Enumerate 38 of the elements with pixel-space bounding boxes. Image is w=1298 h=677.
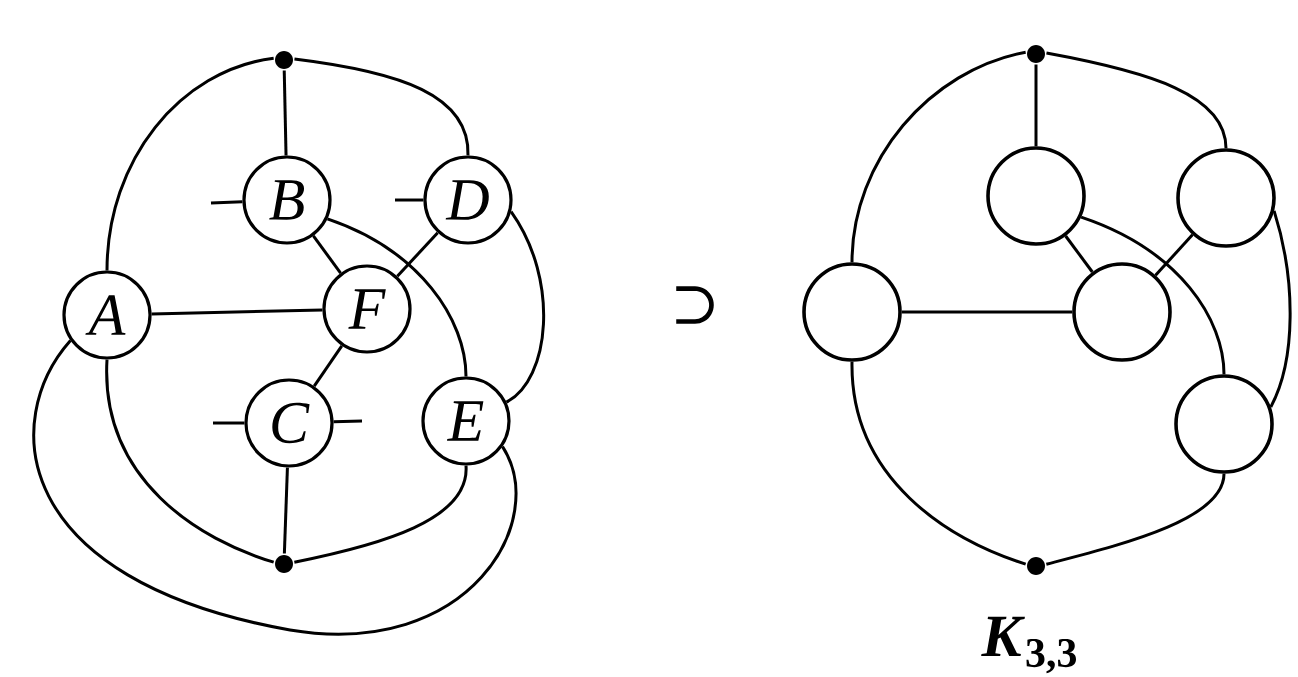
- vertex-dot: [275, 51, 293, 69]
- stub-line: [395, 198, 424, 202]
- edge-line: [312, 235, 342, 274]
- edge-line: [326, 217, 468, 377]
- edge-line: [1080, 215, 1226, 375]
- edge-line: [151, 308, 323, 316]
- vertex-dot: [1027, 557, 1045, 575]
- edge-line: [294, 465, 468, 564]
- vertex-circle: [1174, 374, 1274, 474]
- edge-line: [1045, 473, 1226, 566]
- edge-line: [1269, 210, 1292, 408]
- edge-line: [1034, 64, 1038, 147]
- edge-line: [312, 344, 344, 388]
- vertex-dot: [275, 555, 293, 573]
- superset-symbol: ⊃: [676, 286, 714, 324]
- vertex-circle: [986, 146, 1086, 246]
- vertex-circle: [802, 262, 902, 362]
- edge-line: [105, 359, 275, 564]
- graph-label: K$_{3,3}$: [981, 616, 1076, 674]
- edge-line: [1064, 235, 1094, 273]
- edge-line: [282, 70, 288, 156]
- vertex-circle: [1072, 262, 1172, 362]
- edge-line: [32, 339, 517, 636]
- edge-line: [850, 361, 1027, 566]
- stub-line: [210, 200, 243, 205]
- edge-line: [105, 56, 274, 271]
- vertex-circle: [1176, 148, 1276, 248]
- vertex-dot: [1027, 45, 1045, 63]
- edge-line: [282, 467, 289, 554]
- stub-line: [333, 419, 363, 424]
- edge-line: [294, 57, 470, 156]
- stub-line: [213, 421, 245, 425]
- edge-line: [1046, 51, 1228, 149]
- edge-line: [396, 231, 439, 278]
- edge-line: [505, 210, 545, 404]
- edge-line: [1154, 233, 1194, 277]
- edge-line: [901, 310, 1073, 314]
- edge-line: [850, 50, 1027, 263]
